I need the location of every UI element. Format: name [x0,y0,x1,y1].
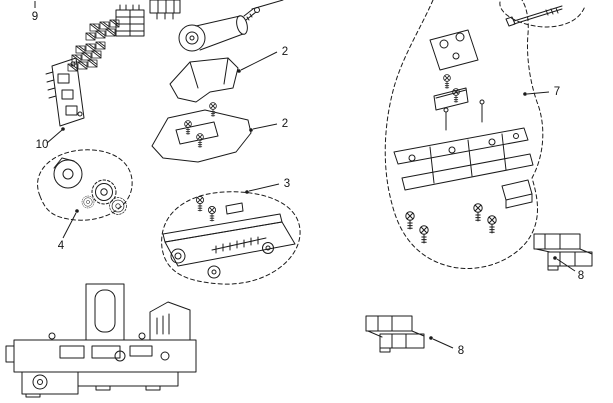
part-top-connector-cutoff-drawing [149,0,181,20]
cutoff-leader-line [251,0,284,10]
part-contact-blocks-drawing [67,19,120,72]
callout-8-bottom: 8 [429,336,464,357]
callout-7-label: 7 [554,86,560,98]
callout-4: 4 [58,209,79,252]
part-clip-bracket-right-drawing [533,233,593,271]
callout-8-right: 8 [553,256,584,282]
callouts-layer: 9 10 4 2 2 3 7 [32,1,584,357]
part-shaft-screw-group-cutoff-drawing [499,1,586,28]
part-motor-drawing [178,7,260,52]
callout-8-right-label: 8 [578,270,584,282]
callout-2-lower: 2 [249,118,288,132]
callout-2-upper: 2 [237,46,288,73]
part-tray-bracket-drawing [151,109,252,163]
part-cover-bracket-drawing [169,57,239,117]
part-carriage-assembly-group-drawing [161,191,301,285]
part-connector-stack-drawing [115,4,145,37]
callout-9-label: 9 [32,11,38,23]
part-pcb-drawing [45,57,85,127]
callout-10-label: 10 [36,139,49,151]
callout-2-upper-label: 2 [282,46,288,58]
callout-3-label: 3 [284,178,290,190]
callout-2-lower-label: 2 [282,118,288,130]
callout-10: 10 [36,127,65,151]
callout-8-bottom-label: 8 [458,345,464,357]
part-frame-assembly-group-drawing [384,0,544,269]
callout-9: 9 [32,1,38,23]
part-chassis-base-drawing [5,283,197,398]
callout-3: 3 [245,178,290,194]
callout-4-label: 4 [58,240,65,252]
part-roller-gears-group-drawing [37,149,133,221]
callout-7: 7 [523,86,560,98]
part-clip-bracket-bottom-drawing [365,315,425,353]
